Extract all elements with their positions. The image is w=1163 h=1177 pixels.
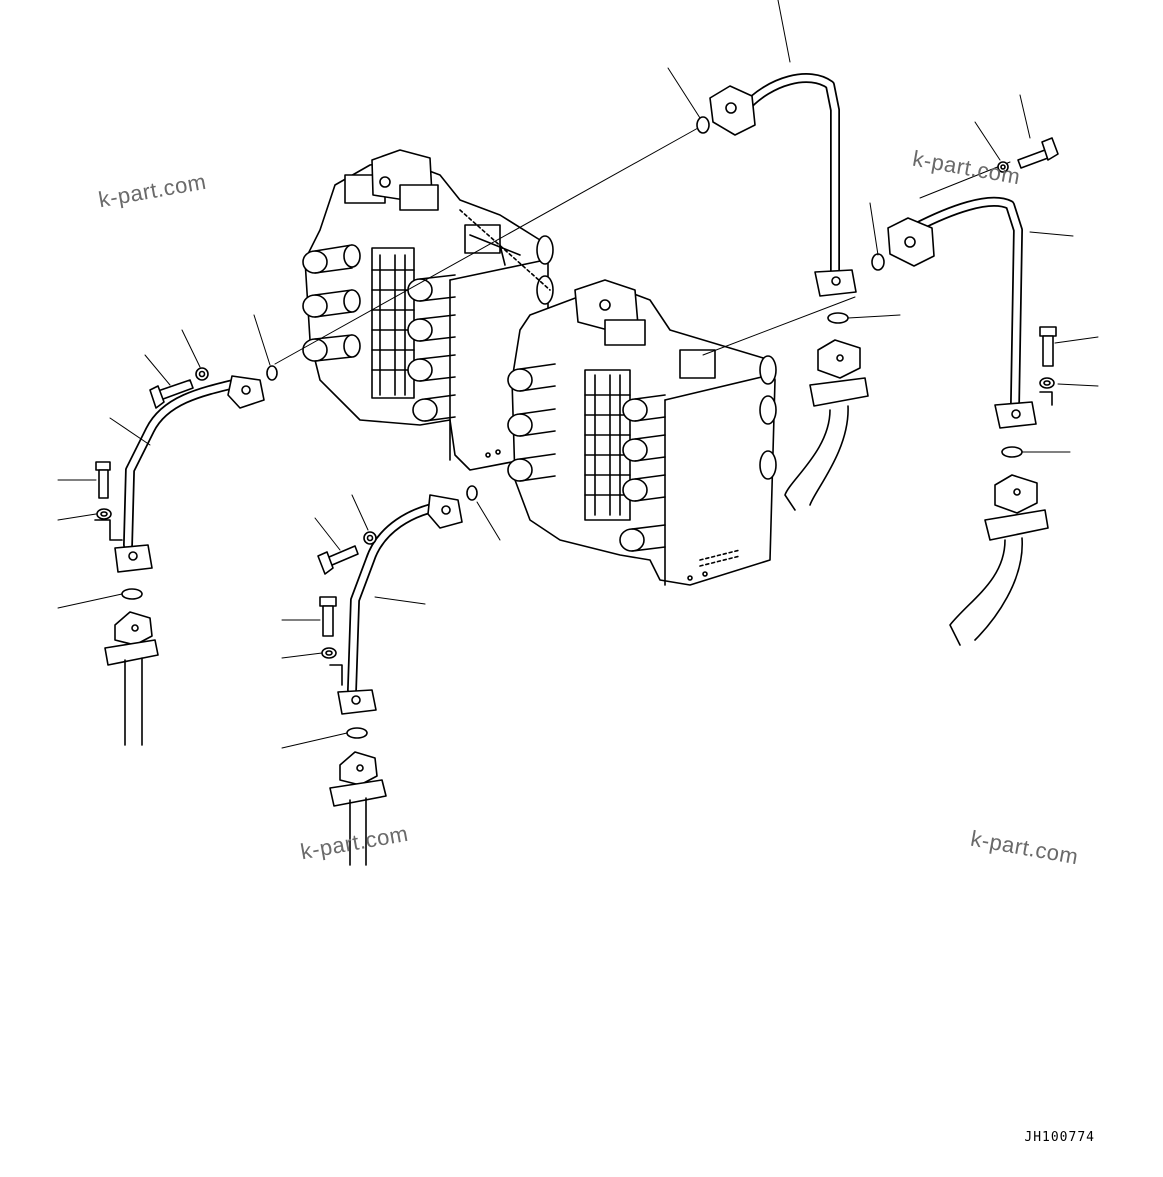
pipe-upper-center: [696, 73, 885, 297]
bolt-right-top: [997, 137, 1059, 173]
flange-left-lower: [104, 588, 159, 746]
bolt-middle-vertical: [319, 596, 337, 659]
pipe-right: [887, 196, 1053, 429]
callout-leaders: [57, 0, 1099, 749]
bolt-right-vertical: [1039, 326, 1057, 389]
bolt-left-vertical: [95, 461, 112, 520]
flange-center-lower: [784, 312, 869, 511]
valve-spools-left: [302, 235, 554, 422]
bolt-left-top: [149, 367, 209, 409]
pipe-middle: [329, 485, 478, 715]
bolt-middle-top: [317, 531, 377, 575]
control-valve-right: [507, 279, 777, 586]
drawing-id: JH100774: [1024, 1130, 1095, 1145]
flange-middle-lower: [329, 727, 387, 866]
control-valve-left: [302, 149, 554, 471]
flange-right-lower: [949, 446, 1049, 646]
valve-spools-right: [507, 355, 777, 552]
pipe-left: [94, 365, 278, 573]
